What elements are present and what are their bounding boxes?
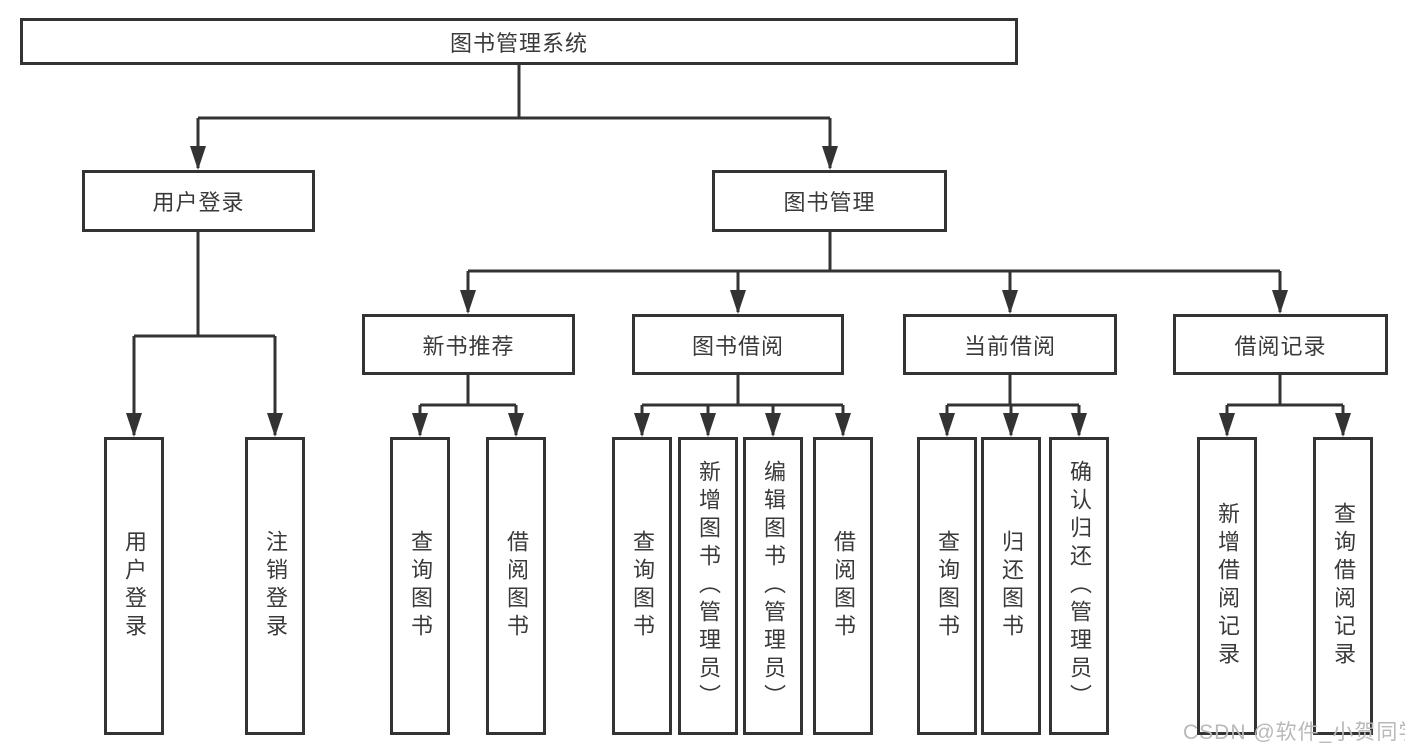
leaf-user-login-label: 用户登录 [122,530,147,642]
leaf-edit-books-admin-label: 编辑图书（管理员） [761,460,786,712]
node-book-borrowing-label: 图书借阅 [691,333,784,359]
watermark: CSDN @软件_小贺同学 [1183,721,1405,744]
node-borrowing-records: 借阅记录 [1173,314,1388,375]
leaf-add-borrow-record: 新增借阅记录 [1197,437,1257,735]
leaf-return-books-label: 归还图书 [999,530,1024,642]
leaf-add-borrow-record-label: 新增借阅记录 [1215,502,1240,670]
node-book-management-label: 图书管理 [783,190,876,215]
leaf-current-query-books-label: 查询图书 [935,530,960,642]
node-new-book-recommend: 新书推荐 [362,314,575,375]
leaf-user-login: 用户登录 [104,437,164,735]
leaf-add-books-admin: 新增图书（管理员） [678,437,738,735]
node-current-borrowing-label: 当前借阅 [963,333,1056,359]
node-user-login: 用户登录 [82,170,315,232]
node-root: 图书管理系统 [20,18,1018,65]
leaf-logout: 注销登录 [245,437,305,735]
leaf-query-borrow-record-label: 查询借阅记录 [1331,502,1356,670]
leaf-borrow-books-label: 借阅图书 [831,530,856,642]
leaf-borrow-books: 借阅图书 [813,437,873,735]
leaf-current-query-books: 查询图书 [917,437,977,735]
leaf-recommend-borrow-books: 借阅图书 [486,437,546,735]
node-current-borrowing: 当前借阅 [903,314,1117,375]
node-borrowing-records-label: 借阅记录 [1234,333,1327,359]
node-user-login-label: 用户登录 [152,190,245,215]
leaf-edit-books-admin: 编辑图书（管理员） [743,437,803,735]
leaf-logout-label: 注销登录 [263,530,288,642]
leaf-return-books: 归还图书 [981,437,1041,735]
leaf-query-borrow-record: 查询借阅记录 [1313,437,1373,735]
leaf-confirm-return-admin: 确认归还（管理员） [1049,437,1109,735]
leaf-borrow-query-books: 查询图书 [612,437,672,735]
leaf-recommend-query-books: 查询图书 [390,437,450,735]
leaf-confirm-return-admin-label: 确认归还（管理员） [1067,460,1092,712]
leaf-add-books-admin-label: 新增图书（管理员） [696,460,721,712]
leaf-recommend-query-books-label: 查询图书 [408,530,433,642]
leaf-borrow-query-books-label: 查询图书 [630,530,655,642]
leaf-recommend-borrow-books-label: 借阅图书 [504,530,529,642]
node-book-borrowing: 图书借阅 [632,314,844,375]
node-new-book-recommend-label: 新书推荐 [422,333,515,359]
node-root-label: 图书管理系统 [449,30,588,56]
node-book-management: 图书管理 [712,170,947,232]
